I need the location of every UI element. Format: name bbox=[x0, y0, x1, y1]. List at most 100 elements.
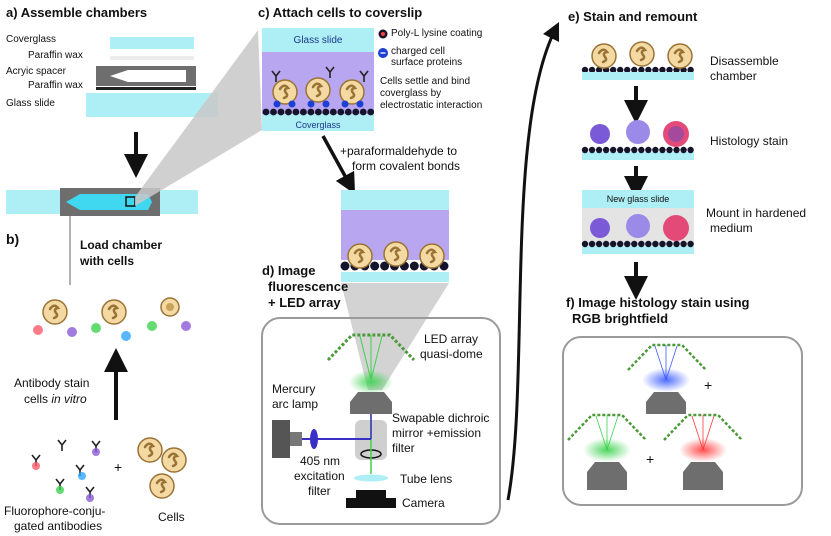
red-fluorophore bbox=[33, 325, 43, 335]
green-objective bbox=[587, 462, 627, 490]
plus-sign-f-1: + bbox=[704, 377, 713, 393]
free-cell bbox=[160, 446, 188, 474]
lysine-bead bbox=[687, 146, 694, 154]
load-label-1: Load chamber bbox=[80, 238, 163, 252]
free-cell bbox=[136, 436, 164, 464]
lysine-bead bbox=[329, 108, 337, 116]
stained-cell-purple bbox=[590, 124, 610, 144]
lysine-bead bbox=[595, 66, 603, 74]
lysine-bead bbox=[666, 240, 673, 248]
c-cell bbox=[271, 78, 299, 106]
wax-layer-bottom bbox=[96, 87, 196, 90]
panel-e bbox=[581, 40, 694, 300]
lysine-bead bbox=[307, 108, 315, 116]
lysine-bead bbox=[270, 108, 277, 116]
lysine-bead bbox=[624, 66, 631, 74]
lysine-bead bbox=[367, 108, 375, 116]
panel-f-title-1: f) Image histology stain using bbox=[566, 295, 750, 310]
disassemble-label-2: chamber bbox=[710, 69, 757, 83]
green-fluorophore bbox=[147, 321, 157, 331]
lysine-bead bbox=[277, 108, 285, 116]
filter-label-3: filter bbox=[308, 484, 331, 498]
lysine-bead bbox=[588, 146, 596, 154]
panel-b-title: b) bbox=[6, 231, 20, 247]
lysine-bead bbox=[652, 240, 659, 248]
stained-cells bbox=[33, 297, 191, 341]
panel-b bbox=[31, 216, 191, 502]
disassemble-label-1: Disassemble bbox=[710, 54, 779, 68]
spacer-channel bbox=[110, 70, 186, 82]
panel-d bbox=[261, 190, 501, 525]
lysine-bead bbox=[370, 261, 380, 271]
lysine-bead bbox=[659, 146, 666, 154]
lysine-bead bbox=[409, 261, 419, 271]
purple-fluorophore bbox=[67, 327, 77, 337]
d-cell bbox=[346, 242, 374, 270]
lysine-bead bbox=[595, 146, 603, 154]
panel-d-title-1: d) Image bbox=[262, 263, 316, 278]
fixation-label-1: +paraformaldehyde to bbox=[340, 144, 458, 158]
mount-label-1: Mount in hardened bbox=[706, 206, 807, 220]
lysine-bead bbox=[314, 108, 322, 116]
red-led-dome bbox=[663, 413, 743, 441]
lysine-bead bbox=[687, 240, 694, 248]
filter-label-2: excitation bbox=[294, 469, 345, 483]
fixation-arrow bbox=[321, 135, 356, 195]
plus-sign: + bbox=[114, 459, 123, 475]
lysine-bead bbox=[680, 146, 687, 154]
lysine-bead bbox=[673, 146, 680, 154]
lysine-bead bbox=[638, 240, 645, 248]
led-label-2: quasi-dome bbox=[420, 347, 483, 361]
lysine-bead bbox=[322, 108, 330, 116]
lysine-bead bbox=[617, 66, 624, 74]
lysine-bead bbox=[588, 240, 596, 248]
lamp-label-2: arc lamp bbox=[272, 397, 319, 411]
lysine-bead bbox=[581, 66, 589, 74]
lysine-bead bbox=[680, 240, 687, 248]
camera-top bbox=[356, 490, 386, 498]
load-label-2: with cells bbox=[80, 254, 135, 268]
c-glass-slide bbox=[262, 28, 374, 52]
lysine-bead bbox=[344, 108, 352, 116]
layer-label-wax-bottom: Paraffin wax bbox=[28, 80, 83, 91]
stained-cell bbox=[41, 298, 69, 326]
blue-led-dome bbox=[627, 343, 707, 371]
lysine-bead bbox=[631, 240, 638, 248]
lysine-bead bbox=[262, 108, 270, 116]
plus-sign-f-2: + bbox=[646, 451, 655, 467]
layer-label-glass-slide: Glass slide bbox=[6, 98, 55, 109]
led-label-1: LED array bbox=[424, 332, 479, 346]
d-glass-slide bbox=[341, 190, 449, 210]
free-cell bbox=[148, 472, 176, 500]
microscope-frame bbox=[261, 317, 501, 525]
camera-body bbox=[346, 498, 396, 508]
d-cell bbox=[418, 242, 446, 270]
lysine-bead bbox=[581, 240, 589, 248]
rgb-frame bbox=[562, 336, 803, 506]
tube-lens bbox=[354, 474, 388, 482]
stain-label-2: cells in vitro bbox=[24, 392, 87, 406]
cells-label: Cells bbox=[158, 510, 185, 524]
green-glow bbox=[349, 370, 393, 394]
lysine-bead bbox=[617, 146, 624, 154]
camera-label: Camera bbox=[402, 496, 445, 510]
glass-slide-layer bbox=[86, 93, 218, 117]
lysine-bead bbox=[609, 66, 617, 74]
lysine-bead bbox=[638, 146, 645, 154]
c-desc-3: electrostatic interaction bbox=[380, 100, 483, 111]
panel-a-title: a) Assemble chambers bbox=[6, 5, 148, 20]
tube-lens-label: Tube lens bbox=[400, 472, 453, 486]
lysine-bead bbox=[292, 108, 300, 116]
c-desc-2: coverglass by bbox=[380, 88, 442, 99]
green-led-dome bbox=[567, 413, 647, 441]
panel-c-title: c) Attach cells to coverslip bbox=[258, 5, 423, 20]
e-step1-coverglass bbox=[582, 72, 694, 80]
lysine-bead bbox=[673, 240, 680, 248]
panel-c bbox=[262, 28, 388, 195]
antibody bbox=[57, 439, 67, 452]
e-step3-beads bbox=[581, 240, 694, 248]
lysine-bead bbox=[659, 66, 666, 74]
d-cell bbox=[382, 240, 410, 268]
lysine-bead bbox=[609, 146, 617, 154]
